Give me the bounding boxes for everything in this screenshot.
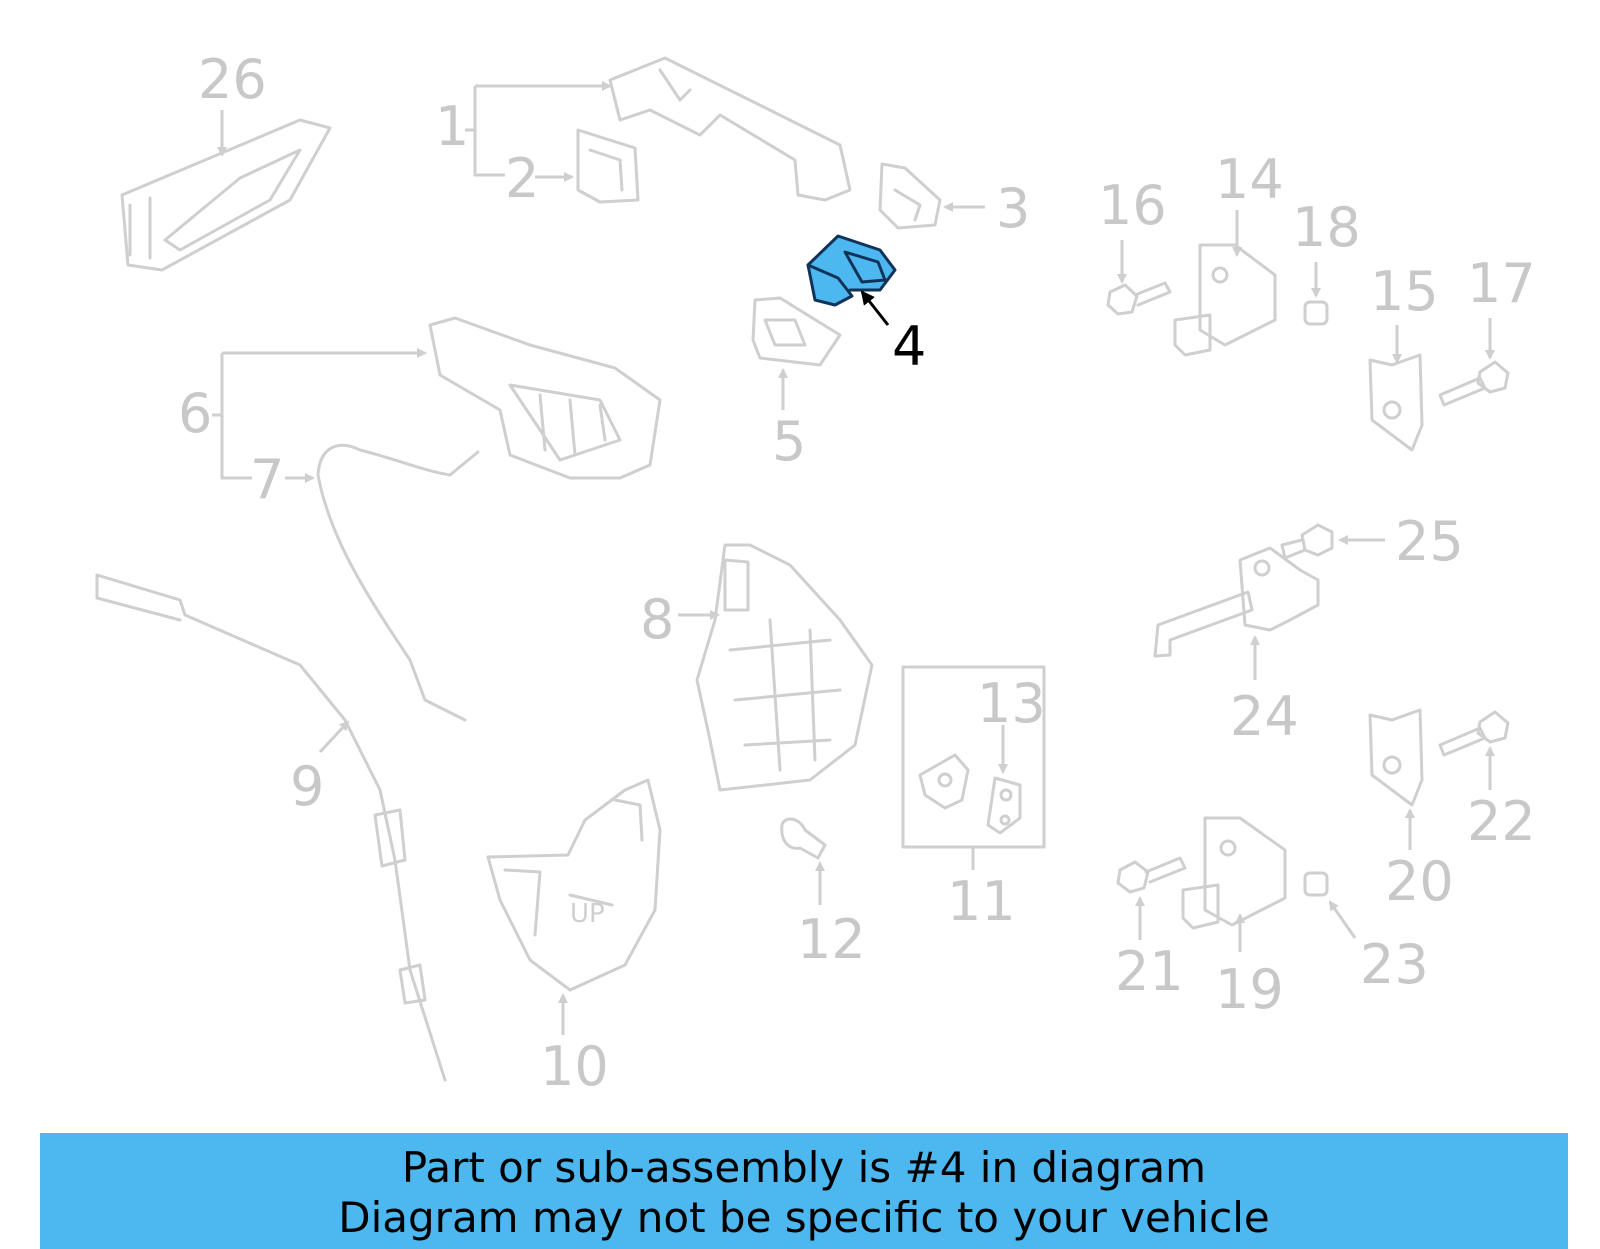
part-2-handle-bracket [535, 128, 640, 204]
info-banner: Part or sub-assembly is #4 in diagram Di… [40, 1133, 1568, 1249]
callout-22: 22 [1467, 790, 1536, 853]
part-25-screw [1280, 523, 1385, 560]
callout-23: 23 [1360, 933, 1429, 996]
part-14-hinge [1173, 210, 1277, 357]
callout-1: 1 [435, 95, 469, 158]
part-15-plate [1368, 325, 1424, 452]
callout-7: 7 [250, 448, 284, 511]
part-7-cable [285, 443, 480, 722]
part-9-long-cable [95, 573, 447, 1082]
callout-15: 15 [1370, 260, 1439, 323]
callout-18: 18 [1292, 196, 1361, 259]
part-5-pad [751, 296, 842, 410]
callout-8: 8 [640, 588, 674, 651]
callout-21: 21 [1115, 940, 1184, 1003]
part-12-screw [780, 817, 827, 905]
part-23-bushing [1303, 871, 1357, 939]
callout-5: 5 [772, 410, 806, 473]
part-19-hinge [1181, 816, 1287, 952]
part-20-plate [1368, 708, 1424, 850]
callout-14: 14 [1215, 148, 1284, 211]
callout-26: 26 [198, 48, 267, 111]
part-26-interior-handle-bezel [120, 110, 332, 272]
svg-text:UP: UP [570, 899, 605, 929]
banner-line-2: Diagram may not be specific to your vehi… [338, 1193, 1270, 1242]
part-3-cap [878, 162, 985, 230]
part-18-bushing [1303, 262, 1329, 326]
callout-19: 19 [1215, 958, 1284, 1021]
callout-6: 6 [178, 382, 212, 445]
part-24-door-check [1153, 546, 1320, 680]
callout-3: 3 [996, 177, 1030, 240]
part-17-bolt [1438, 318, 1510, 407]
callout-16: 16 [1098, 174, 1167, 237]
banner-line-1: Part or sub-assembly is #4 in diagram [401, 1143, 1207, 1192]
callout-10: 10 [540, 1035, 609, 1098]
part-22-bolt [1438, 710, 1510, 790]
callout-11: 11 [947, 870, 1016, 933]
callout-13: 13 [977, 672, 1046, 735]
part-10-latch-cover: UP [486, 778, 662, 1035]
part-6-lock-actuator [212, 316, 662, 480]
part-21-bolt [1116, 856, 1187, 940]
callout-2: 2 [505, 147, 539, 210]
part-16-bolt [1106, 240, 1172, 316]
callout-12: 12 [797, 908, 866, 971]
part-1-outside-handle [465, 56, 852, 202]
part-4-highlighted [806, 234, 897, 326]
callout-17: 17 [1467, 252, 1536, 315]
callout-4: 4 [892, 315, 926, 378]
callout-25: 25 [1395, 510, 1464, 573]
callout-20: 20 [1385, 850, 1454, 913]
callout-9: 9 [290, 755, 324, 818]
part-8-latch [678, 543, 874, 792]
callout-24: 24 [1230, 685, 1299, 748]
part-11-kit-box [901, 665, 1046, 870]
